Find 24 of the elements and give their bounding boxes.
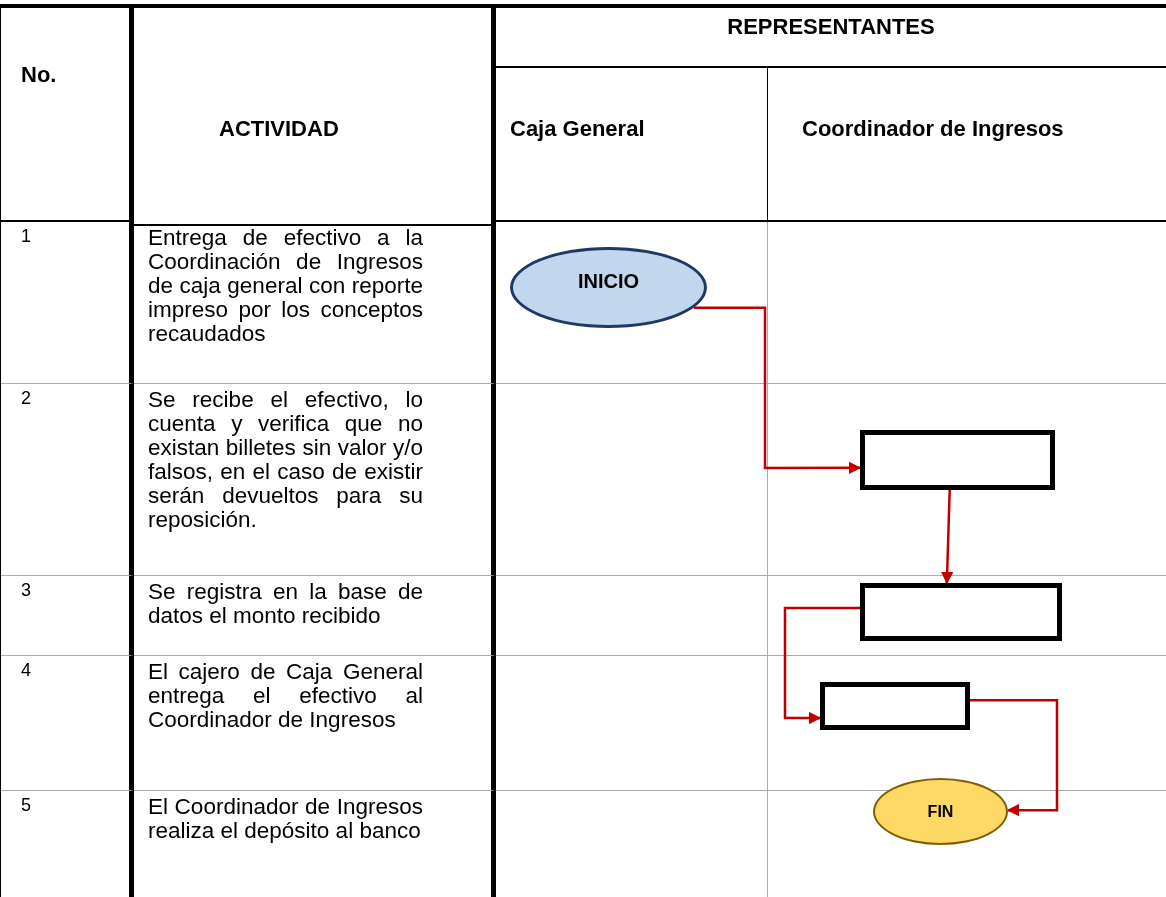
process-box [860,430,1055,490]
arrow [940,489,954,585]
row-number: 4 [21,660,31,681]
row-number: 1 [21,226,31,247]
activity-text: Se registra en la base de datos el monto recibido [148,580,423,628]
column-header: Coordinador de Ingresos [802,116,1064,142]
arrow [970,699,1059,817]
terminal-label: INICIO [577,270,640,293]
column-header: ACTIVIDAD [219,116,339,142]
arrow [693,306,862,475]
row-number: 3 [21,580,31,601]
process-box [860,583,1062,641]
activity-text: El Coordinador de Ingresos realiza el depósito al banco [148,795,423,843]
row-number: 5 [21,795,31,816]
terminal-label: FIN [927,802,954,821]
arrow [783,606,860,725]
activity-text: Se recibe el efectivo, lo cuenta y verifica que no existan billetes sin valor y/o falsos, en el caso de existir serán devueltos para su reposición. [148,388,423,532]
activity-text: Entrega de efectivo a la Coordinación de Ingresos de caja general con reporte impreso por los conceptos recaudados [148,226,423,346]
column-header: Caja General [510,116,645,142]
column-header: REPRESENTANTES [727,14,935,40]
process-box [820,682,970,730]
row-number: 2 [21,388,31,409]
column-header: No. [21,62,57,88]
activity-text: El cajero de Caja General entrega el efectivo al Coordinador de Ingresos [148,660,423,732]
